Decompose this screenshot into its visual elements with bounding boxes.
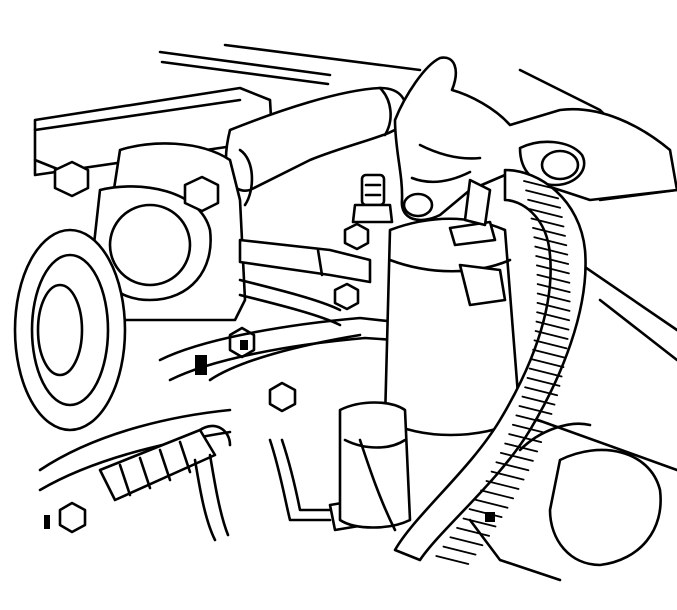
- nipple-fitting: [351, 173, 394, 224]
- fuel-lines: [158, 238, 472, 382]
- bolt-head-5: [268, 381, 297, 413]
- connector-clip: [448, 178, 507, 307]
- lower-right-component: [468, 422, 662, 582]
- bolt-head-6: [58, 501, 87, 534]
- corrugated-conduit: [393, 168, 587, 565]
- lower-hoses: [38, 408, 367, 542]
- bolt-head-4: [333, 282, 360, 311]
- pulley: [13, 228, 127, 432]
- bolt-head-2: [183, 175, 220, 213]
- bolt-heads: [53, 160, 370, 534]
- hand: [393, 56, 677, 222]
- bolt-head-1: [53, 160, 90, 198]
- filter-canister: [383, 217, 522, 437]
- fastener-details: [44, 340, 495, 529]
- actuator-valve: [338, 401, 412, 532]
- bolt-head-3: [343, 222, 370, 251]
